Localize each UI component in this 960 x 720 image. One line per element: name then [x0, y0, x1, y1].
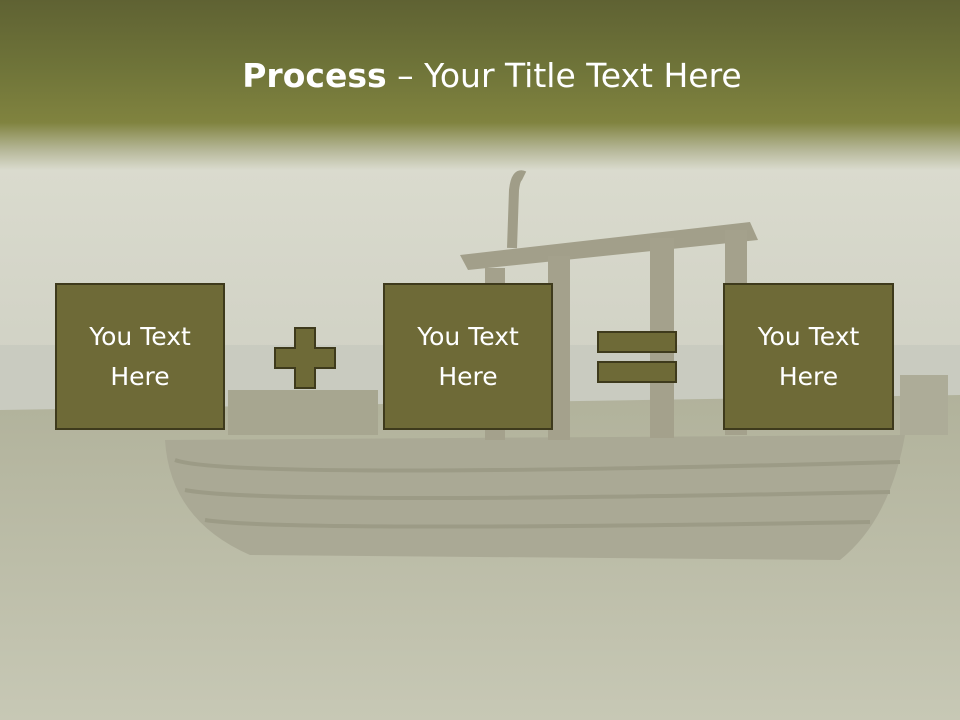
plus-icon: [274, 327, 336, 389]
slide-title: Process – Your Title Text Here: [0, 54, 960, 98]
process-box-1-text: You Text Here: [89, 321, 191, 391]
process-box-1[interactable]: You Text Here: [55, 283, 225, 430]
process-box-2[interactable]: You Text Here: [383, 283, 553, 430]
process-box-2-text: You Text Here: [417, 321, 519, 391]
title-rest-text: – Your Title Text Here: [386, 56, 742, 95]
equals-icon: [597, 331, 677, 383]
process-box-3-text: You Text Here: [757, 321, 860, 391]
process-box-3[interactable]: You Text Here: [723, 283, 894, 430]
title-bold-text: Process: [242, 56, 387, 95]
title-bar: [0, 0, 960, 170]
